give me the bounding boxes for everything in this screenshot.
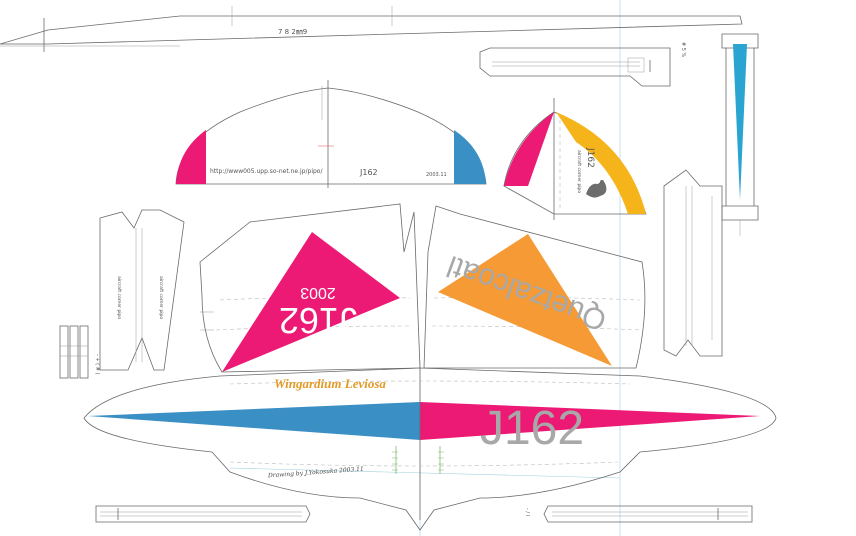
tail-left-pink-tip xyxy=(176,130,206,184)
tail-url: http://www005.upp.so-net.ne.jp/pipo/ xyxy=(210,168,323,175)
right-marks: # 5 % xyxy=(680,42,686,58)
tail-wing-piece: http://www005.upp.so-net.ne.jp/pipo/ J16… xyxy=(175,80,487,188)
wing-drawing-credit: Drawing by J.Yokosuka 2003.11 xyxy=(267,466,364,480)
left-panel-year: 2003 xyxy=(300,284,336,301)
tail-date: 2003.11 xyxy=(426,172,447,178)
left-pink-triangle xyxy=(222,232,400,372)
fin-pink-fill xyxy=(504,112,554,186)
main-wing-piece: Wingardium Leviosa J162 Drawing by J.Yok… xyxy=(83,367,777,531)
top-strip-label: 7 8 2㎜9 xyxy=(278,28,307,36)
rod-credit-a: aircraft corner pipo xyxy=(116,276,122,319)
tail-code: J162 xyxy=(359,168,378,177)
rod-credit-b: aircraft corner pipo xyxy=(158,276,164,319)
right-side-rods-piece xyxy=(663,169,723,357)
horizontal-guide-line xyxy=(229,467,621,479)
vertical-strut-piece xyxy=(721,33,759,236)
tail-right-blue-tip xyxy=(454,130,486,184)
cat-emblem-icon xyxy=(586,180,607,198)
wing-left-blue-band xyxy=(88,402,420,440)
bottom-mark: - / l xyxy=(524,508,530,516)
main-left-panel: J162 2003 xyxy=(199,203,421,373)
small-left-blocks: - + ( # ) xyxy=(59,325,100,379)
wing-right-pink-band xyxy=(420,402,760,440)
wing-code: J162 xyxy=(480,402,584,455)
wing-title: Wingardium Leviosa xyxy=(274,376,386,391)
top-fuselage-strip: 7 8 2㎜9 xyxy=(0,6,743,52)
strut-cyan-fill xyxy=(733,44,747,200)
fin-yellow-fill xyxy=(556,112,646,214)
fin-credit: aircraft corner pipo xyxy=(576,150,582,193)
left-marks: - + ( # ) xyxy=(94,354,100,374)
left-side-rods-piece: aircraft corner pipo aircraft corner pip… xyxy=(99,209,185,371)
fin-code: J162 xyxy=(585,147,595,168)
bottom-right-stick: - / l xyxy=(524,505,753,523)
right-orange-triangle xyxy=(438,234,612,366)
wing-scale-marks xyxy=(392,446,444,474)
tail-fin-piece: J162 aircraft corner pipo xyxy=(503,98,647,220)
left-panel-code: J162 xyxy=(279,300,357,341)
main-right-panel: Quetzalcoatl xyxy=(423,205,646,369)
bottom-left-stick xyxy=(95,505,311,523)
top-right-stick-piece: # 5 % xyxy=(479,42,686,87)
